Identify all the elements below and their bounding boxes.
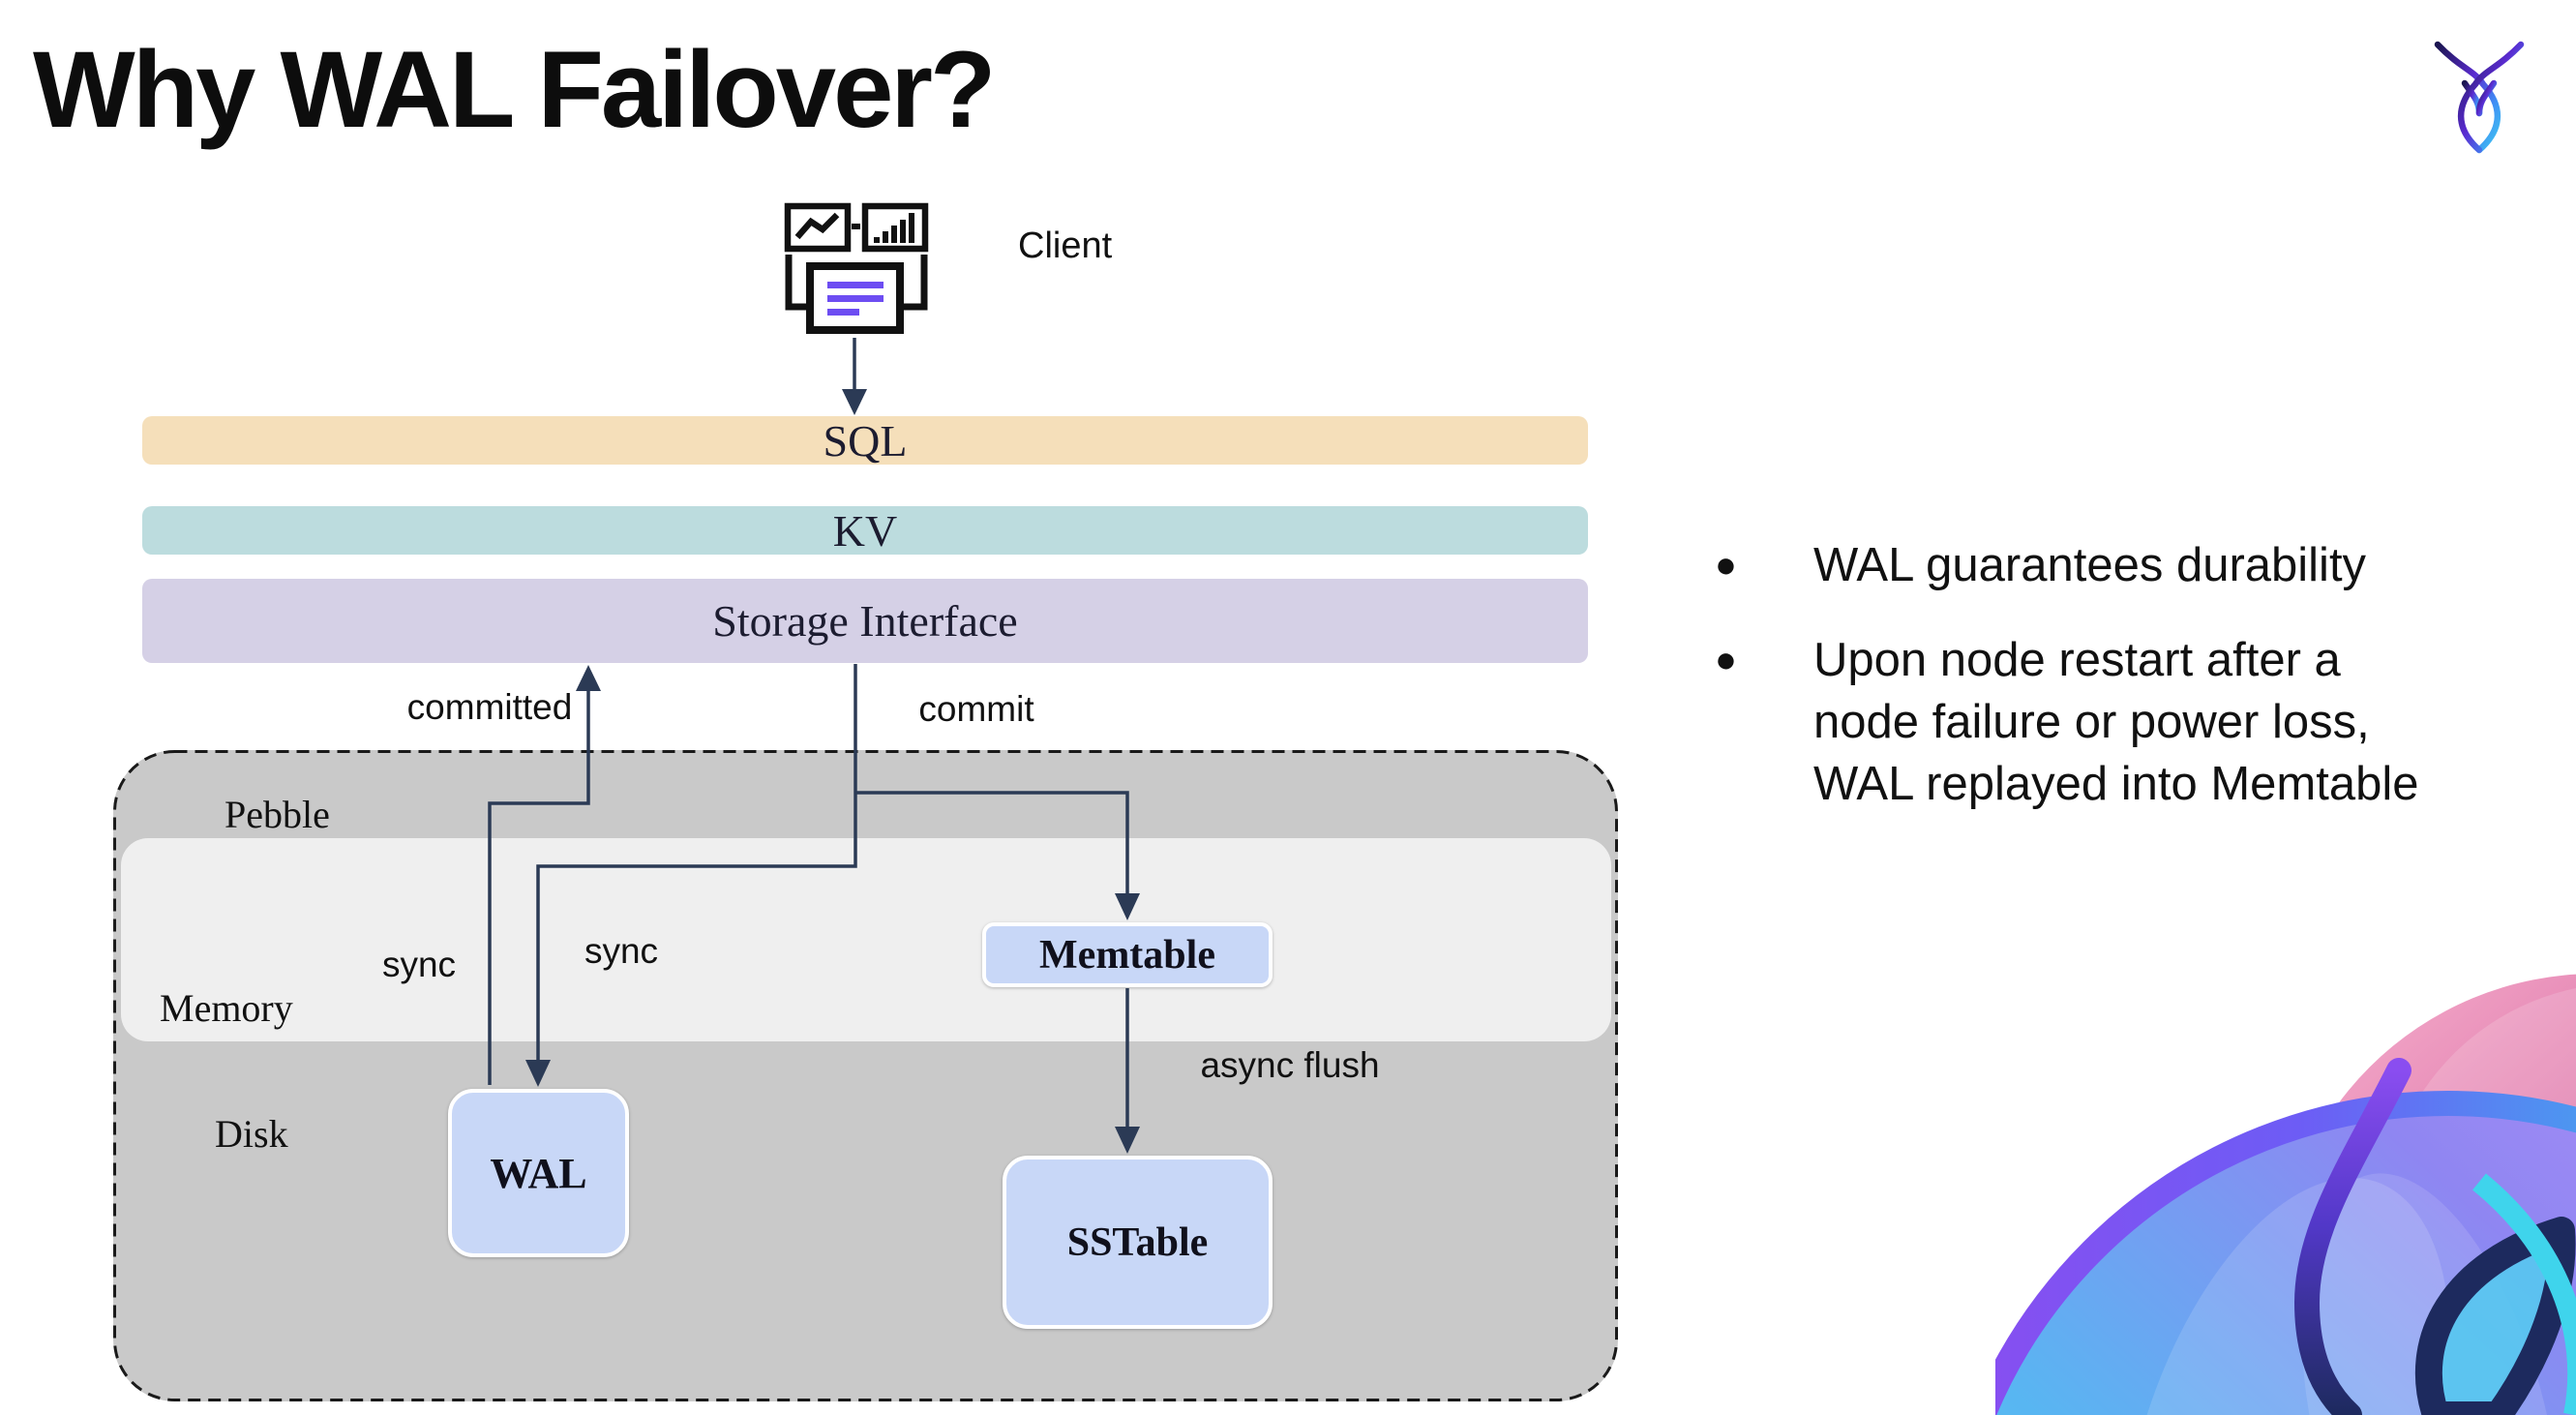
bar-chart-icon [861, 202, 929, 253]
layer-bar-sql: SQL [142, 415, 1588, 466]
bullet-dot-icon: ● [1715, 545, 1737, 586]
bullet-item: ● WAL guarantees durability [1715, 534, 2566, 596]
edge-label-commit: commit [918, 689, 1034, 729]
bullet-list: ● WAL guarantees durability ● Upon node … [1715, 534, 2566, 848]
layer-bar-sql-label: SQL [823, 415, 908, 466]
cockroachdb-logo [2434, 41, 2525, 154]
pebble-label: Pebble [225, 793, 330, 836]
arrowhead-committed [576, 665, 601, 691]
brand-sphere-art [1995, 974, 2576, 1415]
node-sstable-label: SSTable [1066, 1219, 1209, 1265]
arrowhead-client-sql [842, 389, 867, 415]
edge-label-committed: committed [406, 687, 573, 727]
edge-label-async-flush: async flush [1200, 1045, 1380, 1085]
node-sstable: SSTable [1003, 1156, 1273, 1329]
bullet-text: Upon node restart after a node failure o… [1813, 634, 2419, 810]
edge-label-sync-right: sync [584, 931, 659, 971]
node-wal: WAL [448, 1089, 629, 1257]
layer-bar-storage: Storage Interface [142, 579, 1588, 663]
layer-bar-storage-label: Storage Interface [712, 596, 1018, 646]
bullet-item: ● Upon node restart after a node failure… [1715, 629, 2566, 815]
document-icon [785, 255, 928, 334]
dash-icon [852, 224, 860, 229]
layer-bar-kv: KV [142, 505, 1588, 556]
memory-label: Memory [160, 986, 293, 1030]
disk-label: Disk [215, 1112, 288, 1156]
client-icon [784, 202, 929, 334]
page-title: Why WAL Failover? [33, 29, 996, 150]
layer-bar-kv-label: KV [832, 505, 898, 556]
memory-band [121, 838, 1611, 1041]
node-wal-label: WAL [490, 1149, 587, 1197]
edge-label-sync-left: sync [381, 945, 457, 984]
node-memtable: Memtable [982, 922, 1273, 987]
line-chart-icon [784, 202, 852, 253]
bullet-text: WAL guarantees durability [1813, 539, 2367, 591]
bullet-dot-icon: ● [1715, 640, 1737, 680]
client-label: Client [1018, 226, 1113, 266]
node-memtable-label: Memtable [1039, 932, 1215, 978]
